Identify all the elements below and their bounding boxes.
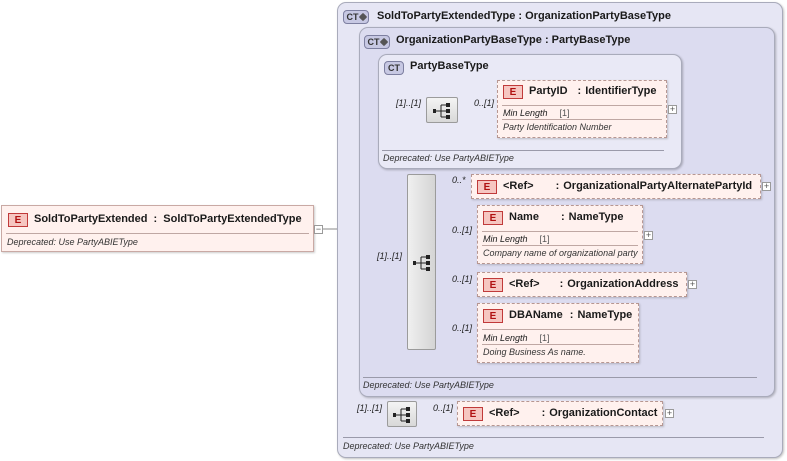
element-badge: E	[483, 211, 503, 225]
ct-badge: CT	[384, 61, 404, 75]
sequence-compositor[interactable]	[387, 401, 417, 427]
divider	[482, 329, 634, 330]
element-badge: E	[477, 180, 497, 194]
sequence-icon	[433, 103, 450, 119]
divider	[363, 377, 757, 378]
cardinality-label: 0..*	[452, 175, 466, 185]
divider	[482, 245, 638, 246]
collapse-button[interactable]: −	[314, 224, 323, 234]
ct-badge: CT	[343, 10, 369, 24]
divider	[382, 150, 664, 151]
ct-outer-doc: Deprecated: Use PartyABIEType	[343, 441, 474, 451]
cardinality-label: [1]..[1]	[396, 98, 422, 108]
expand-button[interactable]: +	[688, 279, 697, 289]
element-party-id-title: PartyID:IdentifierType	[529, 85, 657, 97]
expand-button[interactable]: +	[762, 181, 771, 191]
ct-inner-doc: Deprecated: Use PartyABIEType	[383, 153, 514, 163]
root-element[interactable]: E SoldToPartyExtended : SoldToPartyExten…	[1, 205, 314, 252]
element-dba-name-title: DBAName:NameType	[509, 309, 633, 321]
ct-middle-title: OrganizationPartyBaseType : PartyBaseTyp…	[396, 34, 631, 46]
element-name-title: Name:NameType	[509, 211, 624, 223]
facet-min-length: Min Length[1]	[483, 234, 550, 244]
root-element-type-separator: :	[153, 213, 158, 225]
expand-button[interactable]: +	[644, 230, 653, 240]
element-dba-name[interactable]: E DBAName:NameType Min Length[1] Doing B…	[477, 303, 639, 363]
root-element-name: SoldToPartyExtended	[34, 213, 148, 225]
element-alternate-party-id-title: <Ref>:OrganizationalPartyAlternatePartyI…	[503, 180, 753, 192]
root-element-type: SoldToPartyExtendedType	[163, 213, 302, 225]
element-party-id[interactable]: E PartyID:IdentifierType Min Length[1] P…	[497, 80, 667, 138]
cardinality-label: 0..[1]	[452, 225, 473, 235]
root-element-doc: Deprecated: Use PartyABIEType	[7, 237, 138, 247]
element-dba-name-doc: Doing Business As name.	[483, 347, 586, 357]
element-organization-contact-title: <Ref>:OrganizationContact	[489, 407, 658, 419]
facet-min-length: Min Length[1]	[483, 333, 550, 343]
element-organization-address[interactable]: E <Ref>:OrganizationAddress	[477, 272, 687, 297]
element-badge: E	[503, 85, 523, 99]
element-badge: E	[463, 407, 483, 421]
divider	[482, 231, 638, 232]
divider	[502, 105, 662, 106]
element-name[interactable]: E Name:NameType Min Length[1] Company na…	[477, 205, 643, 264]
element-organization-contact[interactable]: E <Ref>:OrganizationContact	[457, 401, 663, 426]
cardinality-label: 0..[1]	[474, 98, 495, 108]
choice-icon	[413, 255, 430, 271]
cardinality-label: [1]..[1]	[377, 251, 403, 261]
expand-button[interactable]: +	[665, 408, 674, 418]
divider	[343, 437, 764, 438]
cardinality-label: [1]..[1]	[357, 403, 383, 413]
element-party-id-doc: Party Identification Number	[503, 122, 612, 132]
choice-compositor[interactable]	[407, 174, 436, 350]
element-badge: E	[483, 278, 503, 292]
element-organization-address-title: <Ref>:OrganizationAddress	[509, 278, 679, 290]
element-badge: E	[483, 309, 503, 323]
divider	[482, 344, 634, 345]
element-name-doc: Company name of organizational party	[483, 248, 638, 258]
divider	[6, 233, 309, 234]
element-badge: E	[8, 213, 28, 227]
cardinality-label: 0..[1]	[452, 323, 473, 333]
cardinality-label: 0..[1]	[452, 274, 473, 284]
facet-min-length: Min Length[1]	[503, 108, 570, 118]
sequence-compositor[interactable]	[426, 97, 458, 123]
root-element-title: SoldToPartyExtended : SoldToPartyExtende…	[34, 213, 302, 225]
element-alternate-party-id[interactable]: E <Ref>:OrganizationalPartyAlternatePart…	[471, 174, 761, 199]
cardinality-label: 0..[1]	[433, 403, 454, 413]
ct-badge: CT	[364, 35, 390, 49]
sequence-icon	[393, 407, 410, 423]
expand-button[interactable]: +	[668, 104, 677, 114]
divider	[502, 119, 662, 120]
ct-middle-doc: Deprecated: Use PartyABIEType	[363, 380, 494, 390]
ct-inner-title: PartyBaseType	[410, 60, 489, 72]
ct-outer-title: SoldToPartyExtendedType : OrganizationPa…	[377, 10, 672, 22]
